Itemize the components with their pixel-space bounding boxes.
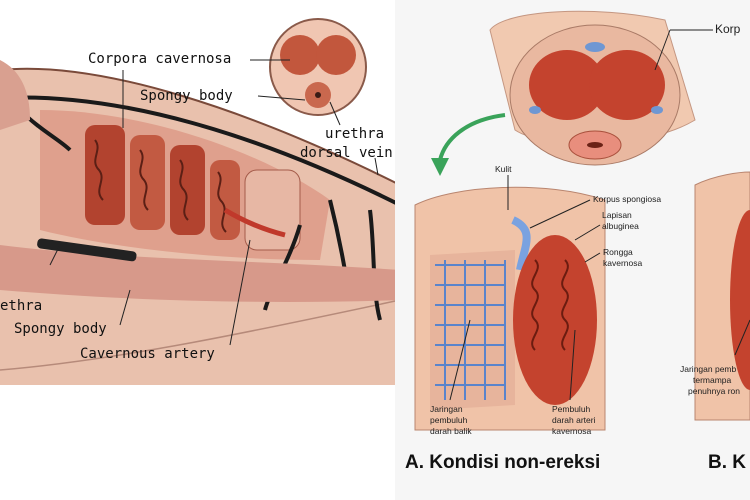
cavernosa-section-3 bbox=[170, 145, 205, 235]
top-blue-vessels bbox=[529, 42, 663, 114]
spongy-body-band bbox=[0, 245, 400, 302]
top-urethra bbox=[587, 142, 603, 148]
caption-a: A. Kondisi non-ereksi bbox=[405, 452, 600, 473]
label-rongga-line2: kavernosa bbox=[603, 258, 642, 268]
green-arrow-head bbox=[431, 158, 449, 176]
label-korpus-spongiosa: Korpus spongiosa bbox=[593, 194, 661, 204]
section-a-blue-vessel bbox=[511, 216, 531, 271]
left-anatomy-illustration: Corpora cavernosa Spongy body urethra do… bbox=[0, 18, 400, 385]
urethra-tube bbox=[37, 238, 137, 262]
section-a-cavernosa bbox=[513, 235, 597, 405]
label-pembuluh-line2: darah arteri bbox=[552, 415, 596, 425]
cavernosa-section-4 bbox=[210, 160, 240, 240]
left-anatomy-panel: Corpora cavernosa Spongy body urethra do… bbox=[0, 0, 400, 385]
label-jaringan-b-line2: termampa bbox=[693, 375, 732, 385]
label-korpus-top: Korp bbox=[715, 22, 741, 36]
label-urethra-top: urethra bbox=[325, 126, 384, 142]
label-corpora-cavernosa: Corpora cavernosa bbox=[88, 51, 231, 67]
label-jaringan-b-line3: penuhnya ron bbox=[688, 386, 740, 396]
cavernosa-section-1 bbox=[85, 125, 125, 225]
label-spongy-body-top: Spongy body bbox=[140, 88, 233, 104]
label-urethra-left: ethra bbox=[0, 298, 42, 314]
cavernosa-texture bbox=[94, 139, 227, 233]
right-leader-lines bbox=[449, 29, 750, 401]
label-jaringan-line1: Jaringan bbox=[430, 404, 463, 414]
cavernosa-section-2 bbox=[130, 135, 165, 230]
label-kulit: Kulit bbox=[495, 164, 512, 174]
cross-section-left-cavernosa bbox=[280, 35, 320, 75]
section-a-cavernosa-texture bbox=[531, 259, 569, 351]
right-crosssection-panel: Korp Kulit Korpus spongiosa Lapisan albu… bbox=[395, 0, 750, 500]
label-jaringan-line2: pembuluh bbox=[430, 415, 468, 425]
left-leader-lines bbox=[49, 59, 379, 346]
cavernosa-section-5 bbox=[244, 169, 301, 251]
label-jaringan-line3: darah balik bbox=[430, 426, 472, 436]
green-arrow-shaft bbox=[438, 113, 506, 161]
label-cavernous-artery: Cavernous artery bbox=[80, 346, 215, 362]
label-lapisan-line2: albuginea bbox=[602, 221, 639, 231]
label-pembuluh-line1: Pembuluh bbox=[552, 404, 591, 414]
label-lapisan-line1: Lapisan bbox=[602, 210, 632, 220]
cavernous-artery-vessel bbox=[223, 207, 286, 238]
caption-b: B. K bbox=[708, 452, 746, 473]
label-spongy-body-bottom: Spongy body bbox=[14, 321, 107, 337]
label-pembuluh-line3: kavernosa bbox=[552, 426, 591, 436]
shaft-bottom-line bbox=[0, 299, 400, 371]
label-rongga-line1: Rongga bbox=[603, 247, 633, 257]
left-edge-tissue bbox=[0, 60, 30, 130]
cross-section-right-cavernosa bbox=[316, 35, 356, 75]
shaft-top-outline bbox=[0, 67, 400, 186]
section-a-cut-face bbox=[430, 250, 515, 410]
section-b-cavernosa bbox=[730, 210, 750, 390]
label-dorsal-vein: dorsal vein bbox=[300, 145, 393, 161]
right-crosssection-illustration: Korp Kulit Korpus spongiosa Lapisan albu… bbox=[405, 10, 750, 473]
top-right-cavernosa bbox=[589, 50, 665, 120]
top-left-cavernosa bbox=[529, 50, 605, 120]
section-a-vein-mesh bbox=[435, 260, 506, 400]
label-jaringan-b-line1: Jaringan pemb bbox=[680, 364, 737, 374]
cross-section-urethra bbox=[315, 92, 321, 98]
